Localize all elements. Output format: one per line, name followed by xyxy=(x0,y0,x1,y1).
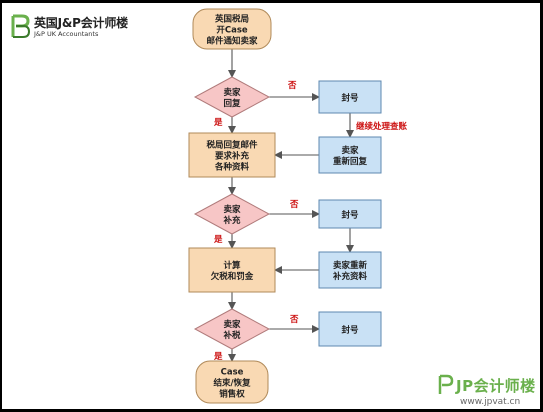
watermark-logo-icon xyxy=(438,374,454,394)
process-shape xyxy=(318,251,382,289)
decision-shape xyxy=(193,193,271,235)
logo-mark-icon xyxy=(11,14,31,38)
brand-name-cn: 英国J&P会计师楼 xyxy=(34,16,128,30)
flow-node-text: 补充 xyxy=(222,215,241,226)
edge-label-yes-3: 是 xyxy=(213,351,223,362)
terminal-shape xyxy=(195,360,269,404)
flow-node-text: 销售权 xyxy=(219,389,245,400)
flow-node-text: Case xyxy=(221,368,244,378)
process-shape xyxy=(318,80,382,114)
flow-node-text: 要求补充 xyxy=(215,151,250,162)
flow-node-text: 封号 xyxy=(341,93,359,104)
flow-node-seal2: 封号 xyxy=(318,199,382,229)
image-frame xyxy=(2,3,540,409)
flow-node-seal3: 封号 xyxy=(318,311,382,347)
flow-node-text: 卖家重新 xyxy=(333,260,368,271)
process-shape xyxy=(188,247,276,293)
edge-label-yes-1: 是 xyxy=(213,117,223,128)
flow-node-text: 补税 xyxy=(222,330,241,341)
process-shape xyxy=(318,311,382,347)
flow-node-text: 卖家 xyxy=(223,319,241,330)
decision-shape xyxy=(193,308,271,350)
brand-name-en: J&P UK Accountants xyxy=(34,30,99,38)
flow-node-seal1: 封号 xyxy=(318,80,382,114)
flow-node-text: 各种资料 xyxy=(214,162,250,173)
flow-node-text: 英国税局 xyxy=(214,14,249,25)
flow-node-text: 封号 xyxy=(341,210,359,221)
flow-node-text: 重新回复 xyxy=(333,156,368,167)
flow-node-text: 邮件通知卖家 xyxy=(206,36,258,47)
process-shape xyxy=(188,132,276,178)
flow-node-text: 开Case xyxy=(216,26,248,36)
watermark-url: www.jpvat.cn xyxy=(460,397,521,407)
process-shape xyxy=(318,136,382,174)
edge-label-no-3: 否 xyxy=(289,315,299,325)
flow-node-text: 卖家 xyxy=(223,204,241,215)
terminal-shape xyxy=(192,8,272,50)
decision-shape xyxy=(193,76,271,118)
edge-label-continue: 继续处理查账 xyxy=(356,121,408,132)
flow-node-text: 卖家 xyxy=(341,145,359,156)
edge-label-no-1: 否 xyxy=(287,81,297,91)
flow-node-text: 税局回复邮件 xyxy=(206,140,258,151)
flow-node-text: 卖家 xyxy=(223,87,241,98)
flow-node-text: 补充资料 xyxy=(332,271,368,282)
flow-node-text: 回复 xyxy=(223,98,241,109)
flow-node-text: 结束/恢复 xyxy=(213,378,251,389)
flow-node-text: 计算 xyxy=(223,260,241,271)
watermark: JP会计师楼 www.jpvat.cn xyxy=(438,374,538,408)
edge-label-yes-2: 是 xyxy=(213,234,223,245)
process-shape xyxy=(318,199,382,229)
flow-node-text: 封号 xyxy=(341,325,359,336)
brand-logo: 英国J&P会计师楼 J&P UK Accountants xyxy=(10,12,128,42)
flow-node-text: 欠税和罚金 xyxy=(211,271,254,282)
edge-label-no-2: 否 xyxy=(289,200,299,210)
watermark-name: JP会计师楼 xyxy=(456,377,536,395)
